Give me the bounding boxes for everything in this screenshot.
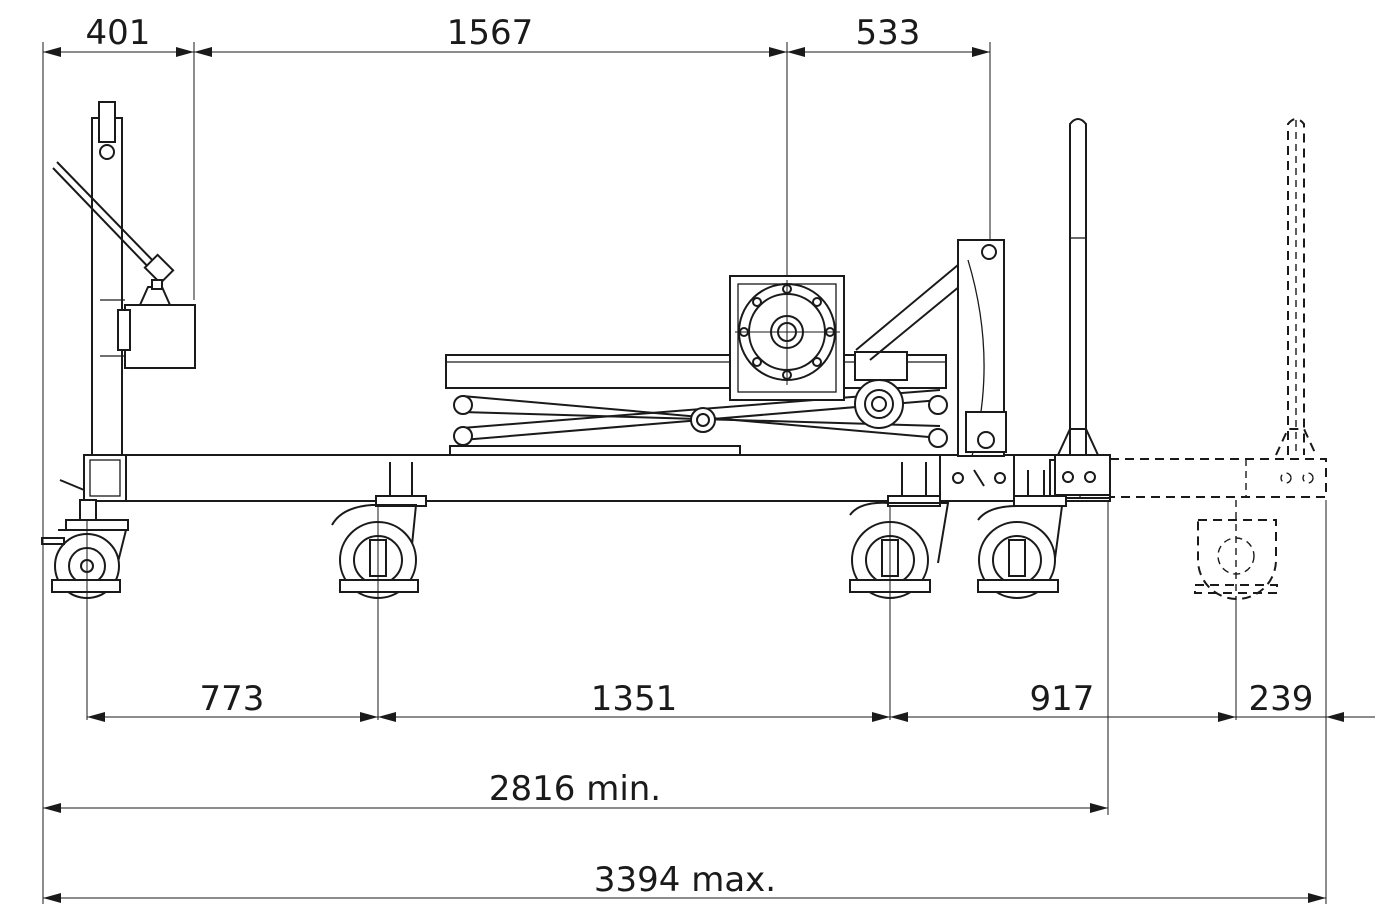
gearbox [729, 275, 908, 429]
dim-top-1567: 1567 [447, 13, 534, 53]
dim-bottom-773: 773 [200, 679, 265, 719]
dim-bottom-1351: 1351 [591, 679, 678, 719]
left-mast [52, 101, 196, 457]
dim-overall-min: 2816 min. [489, 769, 661, 809]
chassis-beam [83, 454, 1111, 502]
overall-dimensions: 2816 min. 3394 max. [42, 460, 1326, 904]
castor-3 [849, 462, 950, 720]
push-handle [1054, 118, 1111, 496]
castor-1 [41, 479, 129, 720]
dim-top-533: 533 [856, 13, 921, 53]
extended-position-outline [1109, 118, 1327, 600]
right-upright [855, 239, 1007, 457]
castor-4 [977, 470, 1067, 599]
castor-2 [331, 462, 427, 720]
dim-overall-max: 3394 max. [594, 860, 776, 900]
dim-top-401: 401 [86, 13, 151, 53]
bottom-dimension-chain: 773 1351 917 239 [87, 500, 1375, 904]
top-dimension-chain: 401 1567 533 [42, 13, 991, 460]
dim-bottom-917: 917 [1030, 679, 1095, 719]
dim-bottom-239: 239 [1249, 679, 1314, 719]
